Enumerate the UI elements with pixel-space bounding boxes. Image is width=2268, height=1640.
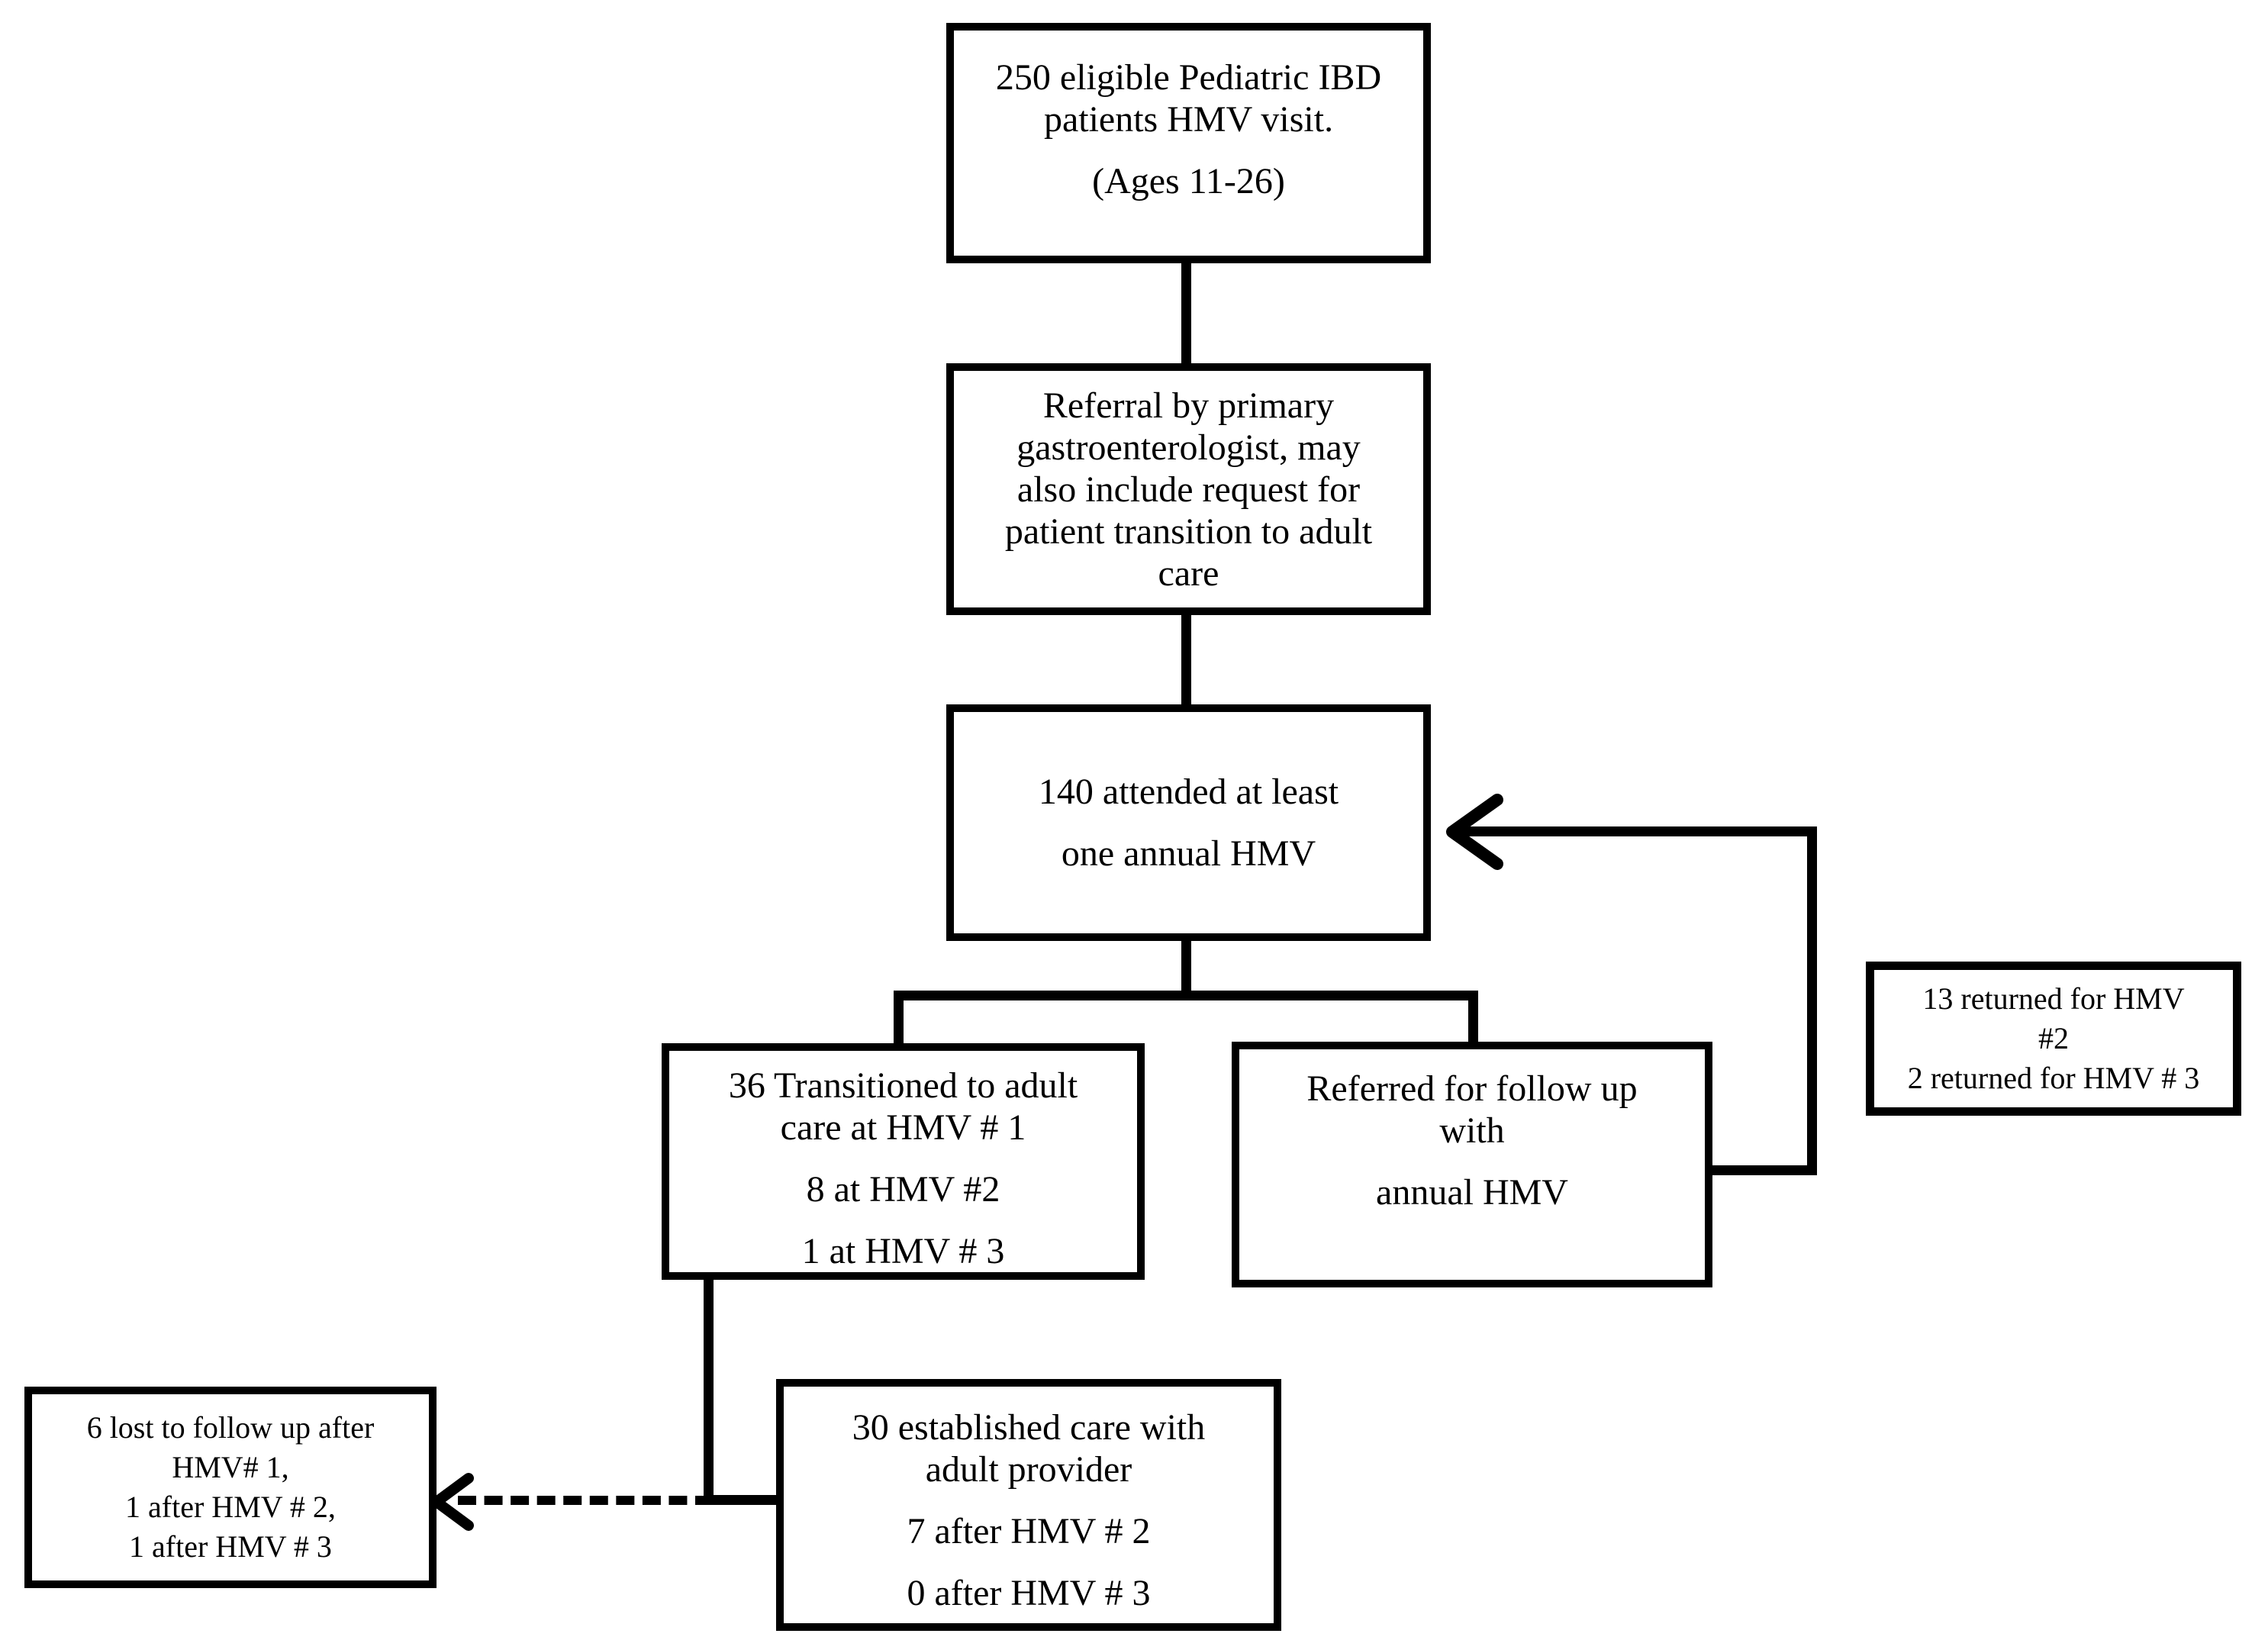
node-text-line: 1 after HMV # 3: [129, 1529, 332, 1564]
node-text-line: 30 established care with: [852, 1407, 1206, 1448]
node-text-line: Referred for follow up: [1306, 1068, 1638, 1109]
node-established-care: 30 established care with adult provider …: [776, 1379, 1281, 1631]
node-text-line: (Ages 11-26): [1092, 161, 1285, 201]
node-text-line: 36 Transitioned to adult: [728, 1065, 1078, 1106]
node-referred-followup: Referred for follow up with annual HMV: [1232, 1042, 1712, 1287]
node-text-line: 13 returned for HMV: [1922, 981, 2185, 1016]
split-stub-referred: [1468, 991, 1478, 1046]
node-text-line: with: [1439, 1110, 1505, 1151]
loop-bottom-line: [1712, 1165, 1817, 1175]
node-text-line: 7 after HMV # 2: [907, 1511, 1151, 1551]
node-text-line: HMV# 1,: [172, 1450, 289, 1484]
node-transitioned-adult-care: 36 Transitioned to adult care at HMV # 1…: [662, 1043, 1145, 1280]
node-text-line: 1 at HMV # 3: [801, 1231, 1005, 1271]
node-text-line: adult provider: [925, 1449, 1132, 1490]
node-text-line: 140 attended at least: [1038, 772, 1339, 812]
node-text-line: 8 at HMV #2: [806, 1169, 1000, 1210]
connector-referral-attended: [1181, 611, 1191, 708]
node-text-line: 1 after HMV # 2,: [125, 1490, 336, 1524]
node-referral: Referral by primary gastroenterologist, …: [946, 363, 1431, 615]
node-text-line: also include request for: [1016, 469, 1361, 510]
loop-vertical-line: [1807, 826, 1817, 1175]
connector-junction-established: [704, 1495, 780, 1505]
node-attended-hmv: 140 attended at least one annual HMV: [946, 704, 1431, 941]
split-stub-transitioned: [894, 991, 904, 1047]
dashed-connector-lost: [458, 1496, 714, 1505]
node-text-line: Referral by primary: [1042, 385, 1335, 426]
split-bar: [894, 991, 1478, 1000]
node-text-line: patient transition to adult: [1004, 511, 1373, 552]
node-text-line: gastroenterologist, may: [1016, 427, 1361, 468]
arrow-left-icon: [1446, 794, 1503, 870]
node-text-line: patients HMV visit.: [1043, 99, 1334, 140]
node-text-line: one annual HMV: [1061, 833, 1316, 874]
loop-return-arrow-line: [1459, 826, 1817, 836]
node-text-line: annual HMV: [1376, 1172, 1568, 1213]
node-text-line: #2: [2038, 1021, 2069, 1055]
node-text-line: 2 returned for HMV # 3: [1907, 1061, 2200, 1095]
connector-transitioned-down: [704, 1276, 714, 1505]
node-returned-hmv: 13 returned for HMV #2 2 returned for HM…: [1866, 962, 2241, 1116]
node-text-line: care: [1158, 553, 1219, 594]
node-eligible-patients: 250 eligible Pediatric IBD patients HMV …: [946, 23, 1431, 263]
node-lost-followup: 6 lost to follow up after HMV# 1, 1 afte…: [24, 1387, 437, 1588]
node-text-line: 6 lost to follow up after: [86, 1410, 375, 1445]
node-text-line: 0 after HMV # 3: [907, 1573, 1151, 1613]
connector-attended-split: [1181, 937, 1191, 996]
arrow-left-icon: [431, 1473, 474, 1531]
connector-eligible-referral: [1181, 259, 1191, 368]
node-text-line: 250 eligible Pediatric IBD: [995, 57, 1382, 98]
node-text-line: care at HMV # 1: [780, 1107, 1026, 1148]
